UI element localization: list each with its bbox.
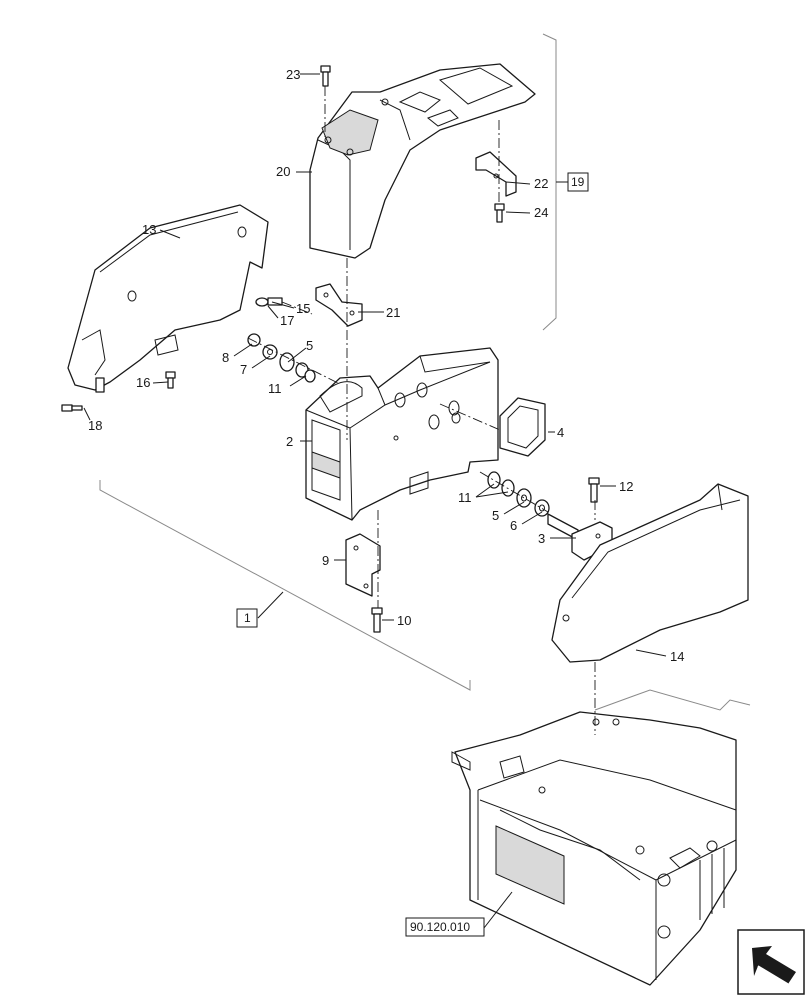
arrow-back-icon[interactable]	[737, 929, 805, 995]
console-top-cover	[309, 63, 536, 259]
callout-10: 10	[397, 613, 411, 628]
bolt-18	[61, 404, 83, 412]
callout-5b: 5	[492, 508, 499, 523]
callout-13: 13	[142, 222, 156, 237]
callout-20: 20	[276, 164, 290, 179]
callout-17: 17	[280, 313, 294, 328]
callout-22: 22	[534, 176, 548, 191]
callout-24: 24	[534, 205, 548, 220]
callout-21: 21	[386, 305, 400, 320]
base-assembly	[451, 689, 751, 986]
callout-2: 2	[286, 434, 293, 449]
bolt-10	[371, 607, 383, 633]
callout-16: 16	[136, 375, 150, 390]
group-19-bracket	[542, 33, 589, 331]
callout-23: 23	[286, 67, 300, 82]
callout-3: 3	[538, 531, 545, 546]
callout-18: 18	[88, 418, 102, 433]
leader-lines	[83, 73, 667, 929]
right-side-panel	[551, 483, 749, 663]
seal-4	[499, 397, 546, 457]
callout-12: 12	[619, 479, 633, 494]
callout-labels: 23 20 22 19 24 13 15 21 17 5 8 7 16 11 1…	[88, 67, 684, 664]
callout-9: 9	[322, 553, 329, 568]
callout-15: 15	[296, 301, 310, 316]
bracket-22	[475, 151, 517, 197]
left-side-panel	[67, 204, 269, 393]
callout-11a: 11	[268, 381, 282, 396]
reference-box[interactable]: 90.120.010	[405, 917, 485, 937]
bolt-12	[588, 477, 600, 503]
callout-6: 6	[510, 518, 517, 533]
callout-5a: 5	[306, 338, 313, 353]
group-1-bracket	[99, 480, 471, 691]
callout-7: 7	[240, 362, 247, 377]
callout-11b: 11	[458, 490, 472, 505]
callout-19: 19	[571, 175, 585, 189]
callout-4: 4	[557, 425, 564, 440]
callout-8: 8	[222, 350, 229, 365]
bracket-9	[345, 533, 381, 597]
bolt-24	[494, 203, 505, 223]
bolt-23	[320, 65, 331, 87]
callout-14: 14	[670, 649, 684, 664]
callout-1: 1	[244, 611, 251, 625]
bolt-16	[165, 371, 176, 389]
reference-label: 90.120.010	[410, 920, 470, 934]
assembly-axis-lines	[247, 86, 596, 735]
bracket-21	[315, 283, 363, 327]
console-frame	[305, 347, 499, 521]
